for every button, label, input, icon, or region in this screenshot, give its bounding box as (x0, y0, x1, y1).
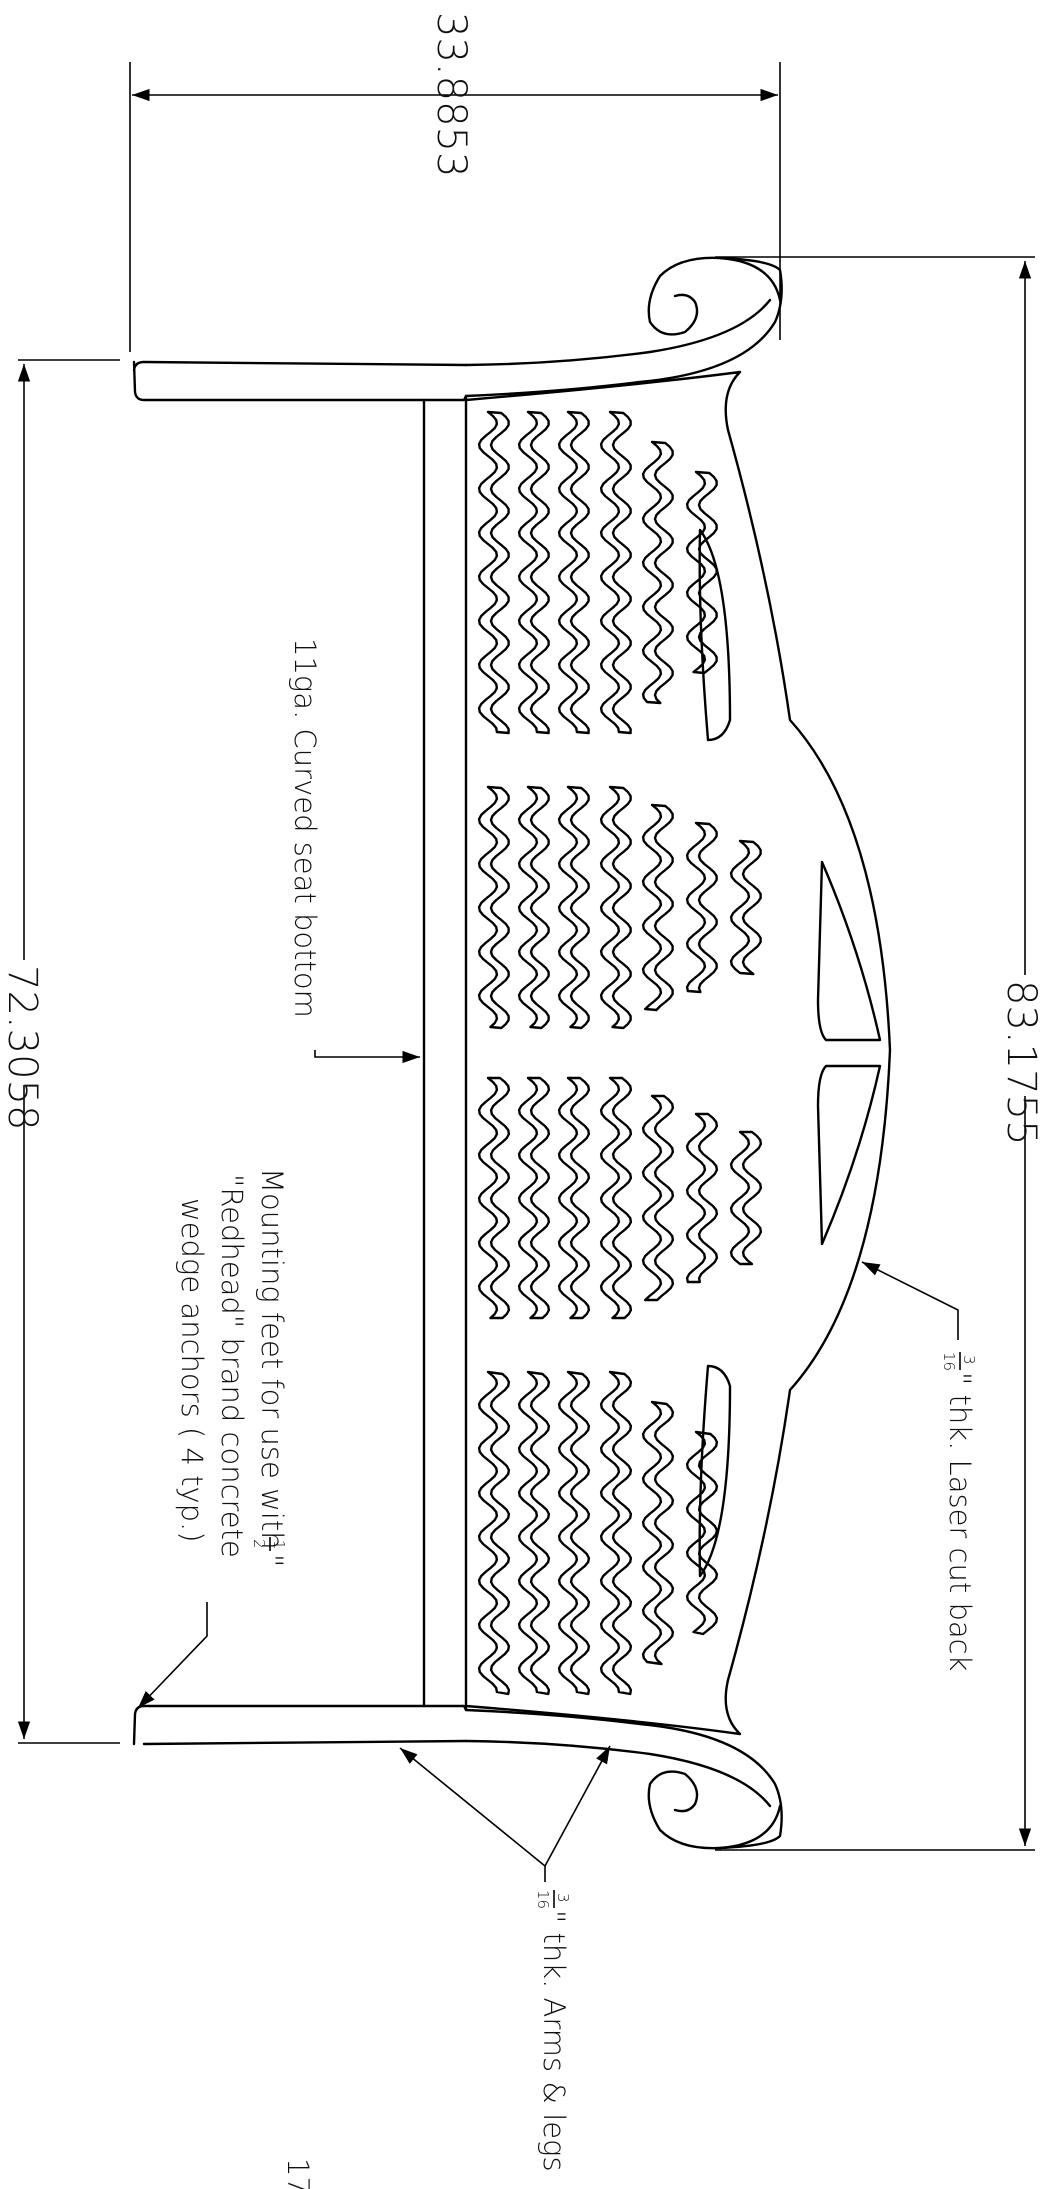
wavy-slot (477, 1370, 511, 1696)
dimension-overall-label: 83.1755 (998, 980, 1044, 1145)
arms-note-text: " thk. Arms & legs (537, 1910, 571, 2172)
wavy-slot (599, 1076, 633, 1320)
wavy-slot (685, 821, 718, 994)
back-fraction-numerator: 3 (960, 1355, 978, 1365)
wavy-slot (685, 1430, 719, 1636)
top-arm-leg (132, 256, 783, 402)
mounting-fraction-numerator: 1 (270, 1540, 288, 1550)
wavy-slot (557, 785, 590, 1030)
wavy-slot (477, 785, 510, 1030)
laser-cut-back (464, 370, 892, 1736)
dimension-height (17, 359, 120, 1744)
laser-back-note: 3 16 " thk. Laser cut back (940, 1352, 978, 1671)
wavy-slot (685, 470, 718, 675)
corner-fragment-text: 17 (281, 2158, 315, 2189)
mounting-note-line-3: wedge anchors ( 4 typ.) (175, 1198, 209, 1543)
wavy-slot (599, 1370, 633, 1696)
laser-back-leader (861, 1261, 959, 1340)
wavy-slot (641, 1400, 675, 1666)
wavy-slot (517, 410, 550, 735)
dimension-width (129, 62, 781, 352)
wavy-slot (729, 1130, 763, 1266)
wavy-slot (517, 1370, 551, 1696)
wavy-slot (641, 1094, 675, 1302)
mounting-note-line-2: "Redhead" brand concrete (215, 1174, 249, 1558)
arms-fraction-numerator: 3 (554, 1893, 572, 1903)
wavy-slot (641, 440, 674, 705)
seat-bottom (422, 394, 468, 1712)
dimension-overall (715, 256, 1035, 1851)
wavy-slot (557, 1370, 591, 1696)
wavy-slot (517, 1076, 551, 1320)
arms-legs-note: 3 16 " thk. Arms & legs (534, 1890, 572, 2172)
wavy-slot (641, 803, 674, 1012)
dimension-height-label: 72.3058 (0, 965, 45, 1130)
back-note-text: " thk. Laser cut back (943, 1372, 977, 1671)
wavy-slot (557, 1076, 591, 1320)
mounting-fraction-denominator: 2 (250, 1539, 268, 1549)
arms-fraction-denominator: 16 (534, 1890, 552, 1909)
wavy-slot (685, 1112, 719, 1284)
wavy-slot (477, 1076, 511, 1320)
seat-bottom-note: 11ga. Curved seat bottom (288, 638, 322, 1018)
arms-legs-leader (399, 1745, 611, 1882)
mounting-feet-note: Mounting feet for use with 1 2 " "Redhea… (175, 1168, 289, 1567)
wavy-slot (599, 410, 632, 735)
back-fraction-denominator: 16 (940, 1352, 958, 1371)
bottom-arm-leg (132, 1704, 783, 1850)
wavy-slot (729, 839, 762, 976)
wavy-slot (477, 410, 510, 735)
mounting-inch-mark: " (255, 1554, 289, 1567)
mounting-feet-leader (137, 1602, 208, 1709)
wavy-slot-pattern (477, 410, 763, 1696)
dimension-width-label: 33.8853 (428, 12, 474, 177)
wavy-slot (599, 785, 632, 1030)
wavy-slot (517, 785, 550, 1030)
seat-bottom-leader (314, 1050, 420, 1064)
mounting-note-line-1: Mounting feet for use with (255, 1168, 289, 1550)
wavy-slot (557, 410, 590, 735)
